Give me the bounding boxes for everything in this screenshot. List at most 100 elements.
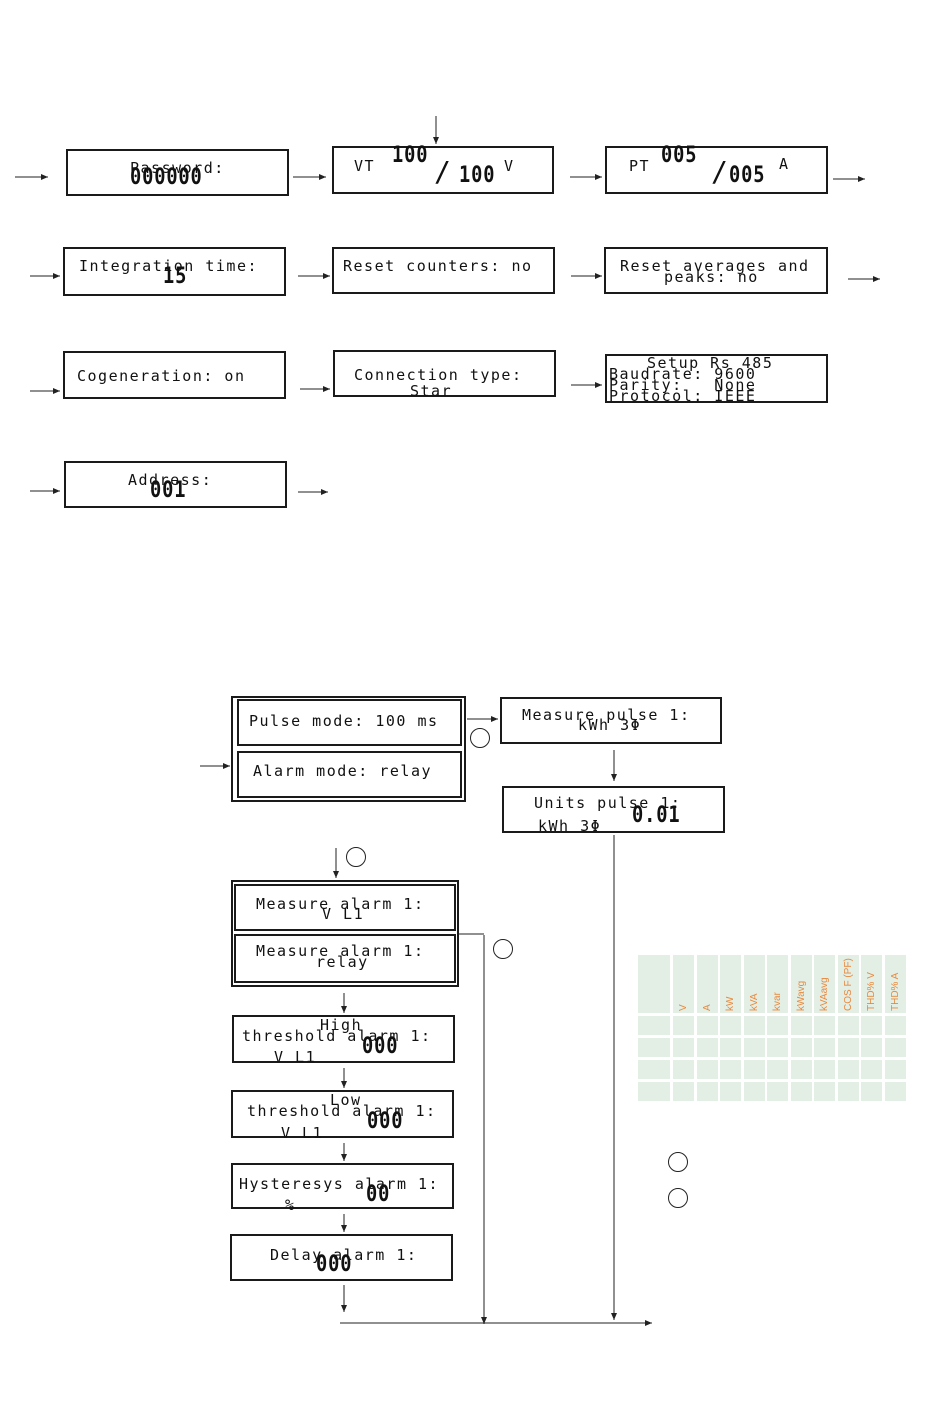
connection-type-line2: Star (410, 382, 453, 400)
table-cell (638, 1016, 670, 1035)
vt-display: VT 100 / 100 V (332, 145, 554, 194)
password-label: Password: (130, 159, 225, 177)
table-cell (696, 1016, 718, 1035)
delay-alarm-line1: Delay alarm 1: (270, 1246, 418, 1264)
table-cell (884, 1038, 906, 1057)
connection-type-line1: Connection type: (354, 366, 523, 384)
reset-counters-display: Reset counters: no (332, 247, 555, 294)
reference-circle (493, 939, 513, 959)
table-header-label: THD% A (889, 972, 901, 1011)
table-cell (696, 1082, 718, 1101)
password-display: Password: 000000 (66, 149, 289, 196)
password-value: 000000 (130, 165, 203, 190)
units-pulse-display: Units pulse 1: kWh 3Φ 0.01 (502, 786, 725, 835)
reset-averages-line1: Reset averages and (620, 257, 810, 275)
units-pulse-line2: kWh 3Φ (538, 817, 602, 835)
high-threshold-value: 000 (362, 1034, 399, 1059)
table-header-label: COS F (PF) (842, 958, 854, 1011)
table-header-cell (790, 955, 812, 1013)
table-header-label: THD% V (866, 972, 877, 1011)
table-cell (884, 1082, 906, 1101)
table-cell (720, 1060, 741, 1079)
table-cell (743, 1060, 765, 1079)
table-cell (814, 1060, 835, 1079)
table-header-cell (673, 955, 694, 1013)
measure-alarm-relay-line2: relay (316, 953, 369, 971)
address-label: Address: (128, 471, 213, 489)
table-header-label: kvar (772, 992, 783, 1011)
table-header-cell (861, 955, 882, 1013)
connection-type-display: Connection type: Star (333, 350, 556, 400)
legend-circle (668, 1152, 688, 1172)
table-cell (884, 1060, 906, 1079)
rs485-line1: Setup Rs 485 (647, 354, 774, 372)
table-cell (837, 1082, 859, 1101)
table-cell (673, 1038, 694, 1057)
pulse-mode-display: Pulse mode: 100 ms (237, 699, 462, 746)
hysteresis-line1: Hysteresys alarm 1: (239, 1175, 440, 1193)
address-value: 001 (150, 478, 187, 503)
pt-secondary: 005 (729, 163, 766, 188)
table-header-cell (743, 955, 765, 1013)
reference-circle (470, 728, 490, 748)
table-cell (884, 1016, 906, 1035)
vt-secondary: 100 (459, 163, 496, 188)
pt-label: PT (629, 157, 651, 175)
low-threshold-value: 000 (367, 1109, 404, 1134)
table-cell (861, 1082, 882, 1101)
measure-pulse-display: Measure pulse 1: kWh 3Φ (500, 697, 722, 744)
table-header-cell (814, 955, 835, 1013)
measure-pulse-line2: kWh 3Φ (578, 716, 642, 734)
table-cell (743, 1082, 765, 1101)
table-cell (673, 1060, 694, 1079)
low-threshold-line1: Low (330, 1091, 362, 1109)
table-cell (673, 1082, 694, 1101)
table-cell (767, 1060, 788, 1079)
table-cell (861, 1060, 882, 1079)
address-display: Address: 001 (64, 461, 287, 508)
reset-averages-display: Reset averages and peaks: no (604, 247, 828, 294)
table-header-label: kWavg (795, 980, 807, 1011)
hysteresis-sub: % (285, 1196, 296, 1214)
alarm-mode-label: Alarm mode: relay (253, 762, 433, 780)
low-threshold-sub: V L1 (281, 1124, 324, 1142)
table-cell (638, 1038, 670, 1057)
table-header-cell (696, 955, 718, 1013)
high-threshold-display: High threshold alarm 1: V L1 000 (232, 1015, 455, 1065)
table-cell (790, 1038, 812, 1057)
table-header-cell (767, 955, 788, 1013)
cogeneration-display: Cogeneration: on (63, 351, 286, 399)
vt-label: VT (354, 157, 376, 175)
table-cell (861, 1038, 882, 1057)
vt-unit: V (504, 157, 515, 175)
table-cell (767, 1038, 788, 1057)
table-header-label: kW (725, 996, 736, 1011)
table-cell (837, 1038, 859, 1057)
units-pulse-line1: Units pulse 1: (534, 794, 682, 812)
mode-group-frame (231, 696, 466, 802)
low-threshold-display: Low threshold alarm 1: V L1 000 (231, 1090, 454, 1142)
table-cell (696, 1060, 718, 1079)
cogeneration-label: Cogeneration: on (77, 367, 246, 385)
pt-unit: A (779, 155, 790, 173)
table-cell (814, 1082, 835, 1101)
high-threshold-line2: threshold alarm 1: (242, 1027, 432, 1045)
integration-time-display: Integration time: 15 (63, 247, 286, 296)
low-threshold-line2: threshold alarm 1: (247, 1102, 437, 1120)
table-cell (837, 1060, 859, 1079)
rs485-line4: Protocol: IEEE (609, 387, 757, 405)
pt-primary: 005 (661, 143, 698, 168)
table-cell (814, 1016, 835, 1035)
table-cell (743, 1016, 765, 1035)
table-cell (673, 1016, 694, 1035)
reference-circle (346, 847, 366, 867)
legend-circle (668, 1188, 688, 1208)
measure-alarm-line1: Measure alarm 1: (256, 895, 425, 913)
table-header-cell (884, 955, 906, 1013)
reset-counters-label: Reset counters: no (343, 257, 533, 275)
table-cell (720, 1082, 741, 1101)
table-cell (638, 1060, 670, 1079)
vt-slash: / (434, 155, 453, 188)
table-header-blank (638, 955, 670, 1013)
table-cell (814, 1038, 835, 1057)
